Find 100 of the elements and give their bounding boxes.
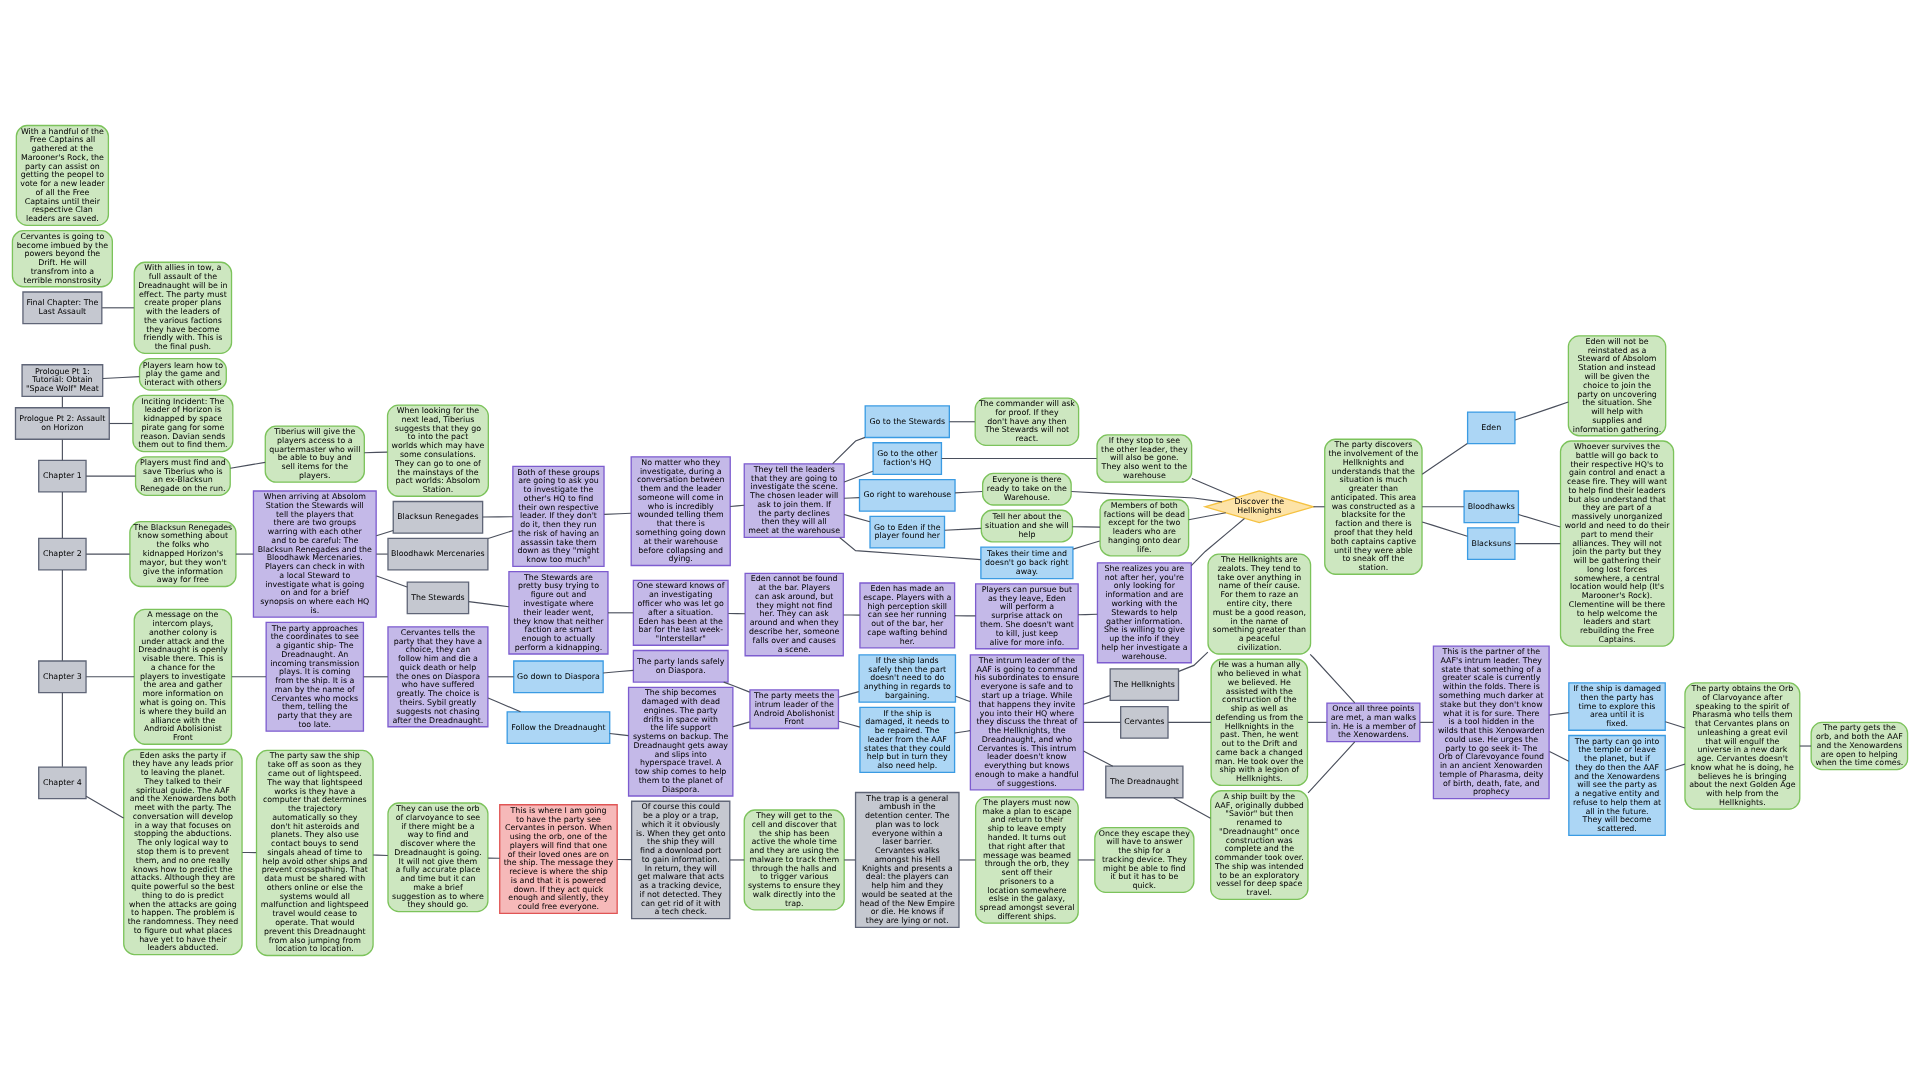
- node-box: Bloodhawk Mercenaries: [387, 537, 489, 570]
- connector: [1070, 490, 1223, 502]
- node-box: A ship built by the AAF, originally dubbed "Savior" but then renamed to "Dreadnaught" once construction was complete and the commander took over. The ship was intended to be an exploratory vessel for deep space travel.: [1210, 789, 1309, 900]
- node-box: This is where I am going to have the party see Cervantes in person. When using the orb, one of the players will find that one of their loved ones are on the ship. The message they recieve is where the ship is and that it is powered down. If they act quick enough and silently, they could free everyone.: [499, 803, 618, 914]
- node-box: She realizes you are not after her, you're only looking for information and are working with the Stewards to help gather information. She is willing to give up the info if they help her investigate a warehouse.: [1096, 561, 1192, 663]
- connector: [954, 729, 971, 734]
- node-box: The Hellknights: [1109, 667, 1180, 701]
- node-box: Tiberius will give the players access to a quartermaster who will be able to buy and sell items for the players.: [264, 424, 365, 483]
- node-box: With allies in tow, a full assault of the Dreadnaught will be in effect. The party must create proper plans with the leaders of the various factions they have become friendly with. This is the final push.: [133, 261, 233, 354]
- node-box: Players can pursue but as they leave, Eden will perform a surprise attack on them. She doesn't want to kill, just keep alive for more info.: [974, 582, 1079, 649]
- connector: [375, 574, 408, 588]
- node-box: Go to the other faction's HQ: [872, 441, 943, 475]
- connector: [1517, 513, 1561, 528]
- node-box: The party gets the orb, and both the AAF and the Xenowardens are open to helping when the time comes.: [1810, 721, 1909, 770]
- connector: [61, 691, 63, 767]
- node-box: Takes their time and doesn't go back right away.: [980, 545, 1074, 579]
- connector: [375, 529, 394, 536]
- connector: [1077, 858, 1096, 861]
- connector: [838, 720, 861, 728]
- node-box: If the ship is damaged, it needs to be repaired. The leader from the AAF states that they could help but in turn they also need help.: [859, 706, 956, 773]
- connector: [1421, 442, 1468, 475]
- node-box: If the ship is damaged then the party has time to explore this area until it is fixed.: [1568, 681, 1666, 731]
- connector: [1421, 505, 1465, 507]
- connector: [1799, 744, 1812, 747]
- connector: [609, 732, 630, 736]
- node-box: Blacksuns: [1466, 526, 1516, 560]
- connector: [85, 553, 131, 555]
- connector: [838, 690, 860, 698]
- connector: [229, 461, 266, 469]
- node-box: The party meets the intrum leader of the Android Abolishonist Front: [749, 688, 840, 729]
- node-box: The party approaches the coordinates to see a gigantic ship- The Dreadnaught. An incoming transmission plays. It is coming from the ship. It is a man by the name of Cervantes who mocks them, telling the party that they are too late.: [265, 621, 365, 732]
- connector: [61, 491, 63, 539]
- node-box: Final Chapter: The Last Assault: [22, 290, 103, 324]
- node-box: Both of these groups are going to ask you to investigate the other's HQ to find their own respective leader. If they don't do it, then they run the risk of having an assassin take them down as they "might know too much": [512, 465, 605, 567]
- node-box: Eden: [1466, 410, 1516, 444]
- node-box: He was a human ally who believed in what we believed. He assisted with the construction of the ship as well as defending us from the Hellknights in the past. Then, he went out to the Drift and came back a changed man. He took over the ship with a legion of Hellknights.: [1210, 658, 1309, 786]
- node-box: Tell her about the situation and she will help: [980, 509, 1074, 542]
- connector: [487, 675, 515, 677]
- connector: [1664, 763, 1686, 771]
- node-box: No matter who they investigate, during a conversation between them and the leader someone will come in who is incredibly wounded telling them that there is something going down at their warehouse before collapsing and dying.: [630, 455, 731, 566]
- node-box: The trap is a general ambush in the detention center. The plan was to lock everyone within a laser barrier. Cervantes walks amongst his Hell Knights and presents a deal: the players can help him and they would be seated at the head of the New Empire or die. He knows if they are lying or not.: [854, 791, 960, 928]
- connector: [1071, 525, 1101, 528]
- node-box: The players must now make a plan to escape and return to their ship to leave empty handed. It turns out that right after that message was beamed through the orb, they sent off their prisoners to a location somewhere eslse in the galaxy, spread amongst several different ships.: [974, 795, 1079, 924]
- connector: [372, 853, 389, 856]
- node-diamond: Discover the Hellknights: [1202, 489, 1316, 523]
- connector: [1548, 750, 1570, 762]
- connector: [375, 553, 389, 555]
- node-box: Blacksun Renegades: [392, 500, 484, 534]
- node-box: They will get to the cell and discover that the ship has been active the whole time and they are using the malware to track them through the halls and to trigger various systems to ensure they walk directly into the trap.: [743, 808, 845, 911]
- connector: [843, 470, 874, 483]
- connector: [482, 515, 514, 518]
- node-box: The party saw the ship take off as soon as they came out of lightspeed. The way that lightspeed works is they have a computer that determines the trajectory automatically so they don't hit asteroids and planets. They also use contact bouys to send singals ahead of time to help avoid other ships and prevent crosspathing. That data must be shared with others online or else the systems would all malfunction and lightspeed travel would cease to operate. That would prevent this Dreadnaught from also jumping from location to location.: [255, 749, 374, 956]
- connector: [832, 436, 866, 464]
- node-box: Bloodhawks: [1463, 489, 1520, 523]
- connector: [487, 529, 514, 539]
- connector: [1173, 796, 1212, 819]
- connector: [1548, 711, 1570, 716]
- connector: [958, 858, 976, 861]
- node-box: Eden cannot be found at the bar. Players can ask around, but they might not find her. They can ask around and when they describe her, someone falls over and causes a scene.: [744, 572, 844, 656]
- node-box: Once all three points are met, a man walks in. He is a member of the Xenowardens.: [1326, 701, 1421, 742]
- connector: [1514, 400, 1569, 421]
- connector: [1514, 542, 1561, 544]
- node-box: With a handful of the Free Captains all gathered at the Marooner's Rock, the party can assist on getting the peopel to vote for a new leader of all the Free Captains until their respective Clan leaders are saved.: [15, 124, 110, 226]
- connector: [363, 675, 389, 677]
- node-box: Chapter 4: [38, 765, 87, 799]
- connector: [729, 858, 745, 861]
- node-box: Players learn how to play the game and interact with others: [138, 357, 227, 391]
- connector: [1307, 721, 1328, 723]
- node-box: Go to the Stewards: [864, 404, 950, 438]
- node-box: The Stewards: [406, 580, 470, 614]
- connector: [955, 695, 971, 702]
- node-box: Go right to warehouse: [858, 478, 956, 512]
- connector: [235, 553, 254, 555]
- node-box: The party lands safely on Diaspora.: [632, 649, 729, 683]
- connector: [102, 375, 140, 379]
- connector: [85, 475, 136, 477]
- node-box: Chapter 1: [38, 459, 87, 492]
- node-box: Go down to Diaspora: [513, 659, 604, 693]
- connector: [723, 681, 751, 693]
- connector: [85, 675, 135, 677]
- connector: [843, 496, 860, 499]
- node-box: Chapter 3: [38, 659, 87, 693]
- node-box: Players must find and save Tiberius who is an ex-Blacksun Renegade on the run.: [134, 455, 231, 496]
- node-box: The ship becomes damaged with dead engines. The party drifts in space with the life support systems on backup. The Dreadnaught gets away and slips into hyperspace travel. A tow ship comes to help them to the planet of Diaspora.: [627, 686, 734, 797]
- connector: [1190, 517, 1246, 566]
- node-box: Go to Eden if the player found her: [869, 515, 946, 549]
- connector: [61, 438, 63, 461]
- connector: [839, 536, 982, 560]
- node-box: Chapter 2: [38, 537, 87, 570]
- connector: [607, 611, 634, 613]
- connector: [1077, 613, 1098, 615]
- node-box: The Hellknights are zealots. They tend to take over anything in name of their cause. For them to raze an entire city, there must be a good reason, in the name of something greater than a peaceful civilization.: [1207, 552, 1312, 655]
- node-box: The commander will ask for proof. If they don't have any then The Stewards will not react.: [974, 396, 1080, 446]
- connector: [1167, 721, 1212, 723]
- node-box: Cervantes tells the party that they have a choice, they can follow him and die a quick death or help the ones on Diaspora who have suffered greatly. The choice is theirs. Sybil greatly suggests not chasing after the Dreadnaught.: [387, 625, 489, 727]
- connector: [954, 614, 977, 616]
- node-box: One steward knows of an investigating officer who was let go after a situation. Eden has been at the bar for the last week- "Interstellar": [632, 579, 729, 646]
- node-box: They can use the orb of clarvoyance to see if there might be a way to find and discover where the Dreadnaught is going. It will not give them a fully accurate place and time but it can make a brief suggestion as to where they should go.: [387, 801, 489, 912]
- connector: [108, 422, 134, 424]
- node-box: When looking for the next lead, Tiberius suggests that they go to into the pact worlds which may have some consulations. They can go to one of the mainstays of the pact worlds: Absolom Station.: [386, 403, 489, 497]
